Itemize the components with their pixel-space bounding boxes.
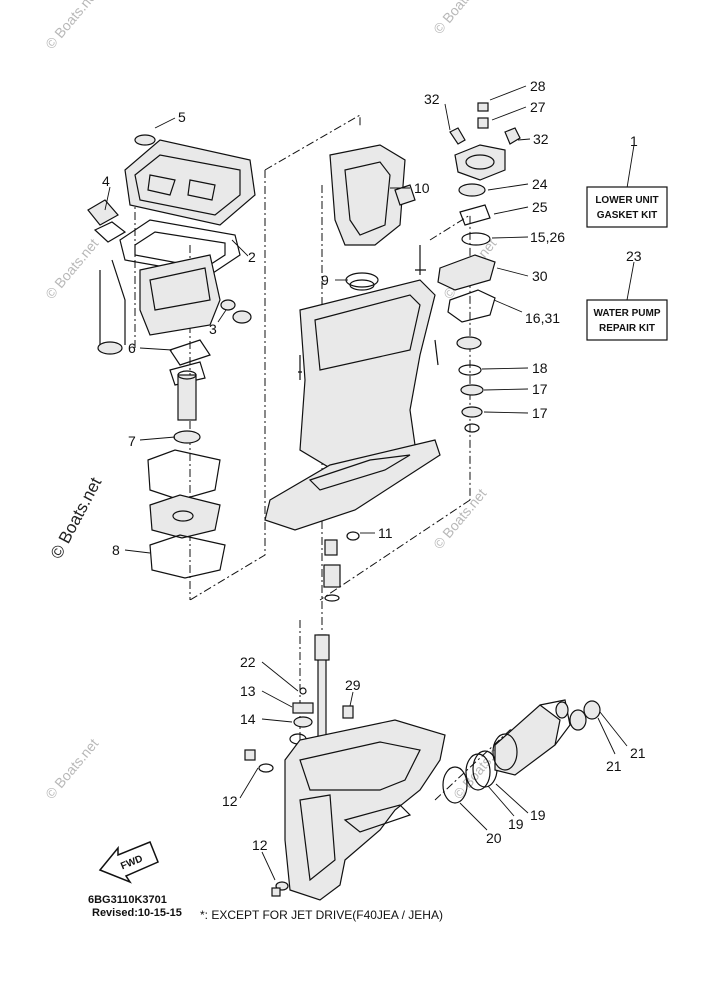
callout-16-31: 16,31 [525,310,560,326]
prop-shaft-housing [442,699,601,804]
callout-1: 1 [630,133,638,149]
water-tube-and-gaskets [147,339,226,579]
callout-2: 2 [248,249,256,265]
callout-5: 5 [178,109,186,125]
assembly-lines [134,114,561,801]
callout-7: 7 [128,433,136,449]
callout-30: 30 [532,268,548,284]
callout-15-26: 15,26 [530,229,565,245]
callout-numbers: 5 4 2 3 6 7 8 9 10 11 22 13 14 29 12 12 … [102,78,646,853]
callout-25: 25 [532,199,548,215]
drive-shaft [314,634,330,746]
callout-14: 14 [240,711,256,727]
leader-lines [104,85,635,881]
callout-17-upper: 17 [532,381,548,397]
callout-12-lower: 12 [252,837,268,853]
water-pump-repair-kit-box: WATER PUMP REPAIR KIT [586,299,668,341]
water-pump-kit-line2: REPAIR KIT [599,323,655,334]
callout-4: 4 [102,173,110,189]
callout-19-left: 19 [508,816,524,832]
casing-lower-parts [323,531,360,602]
upper-casing [264,144,441,531]
diagram-code: 6BG3110K3701 [88,894,167,906]
watermark-3: © Boats.net [42,235,101,302]
watermarks: © Boats.net © Boats.net © Boats.net © Bo… [42,0,509,802]
water-pump-kit-line1: WATER PUMP [593,308,660,319]
lower-unit-kit-line1: LOWER UNIT [595,195,658,206]
lower-casing [284,719,446,901]
callout-11: 11 [378,525,393,541]
water-pump-stack [437,102,521,433]
callout-9: 9 [321,272,329,288]
callout-10: 10 [414,180,430,196]
footnote: *: EXCEPT FOR JET DRIVE(F40JEA / JEHA) [200,908,443,922]
watermark-1: © Boats.net [42,0,101,52]
watermark-5: © Boats.net [430,485,489,552]
watermark-2: © Boats.net [430,0,489,37]
callout-32-right: 32 [533,131,549,147]
watermark-6: © Boats.net [42,735,101,802]
callout-19-right: 19 [530,807,546,823]
callout-29: 29 [345,677,361,693]
callout-21-left: 21 [606,758,622,774]
callout-18: 18 [532,360,548,376]
watermark-main: © Boats.net [47,474,106,562]
callout-24: 24 [532,176,548,192]
callout-22: 22 [240,654,256,670]
callout-12-upper: 12 [222,793,238,809]
lower-unit-gasket-kit-box: LOWER UNIT GASKET KIT [586,186,668,228]
lower-small-parts [244,687,354,897]
lower-unit-kit-line2: GASKET KIT [597,210,658,221]
callout-20: 20 [486,830,502,846]
callout-32-left: 32 [424,91,440,107]
callout-28: 28 [530,78,546,94]
callout-27: 27 [530,99,546,115]
callout-17-lower: 17 [532,405,548,421]
callout-13: 13 [240,683,256,699]
callout-3: 3 [209,321,217,337]
callout-8: 8 [112,542,120,558]
callout-21-right: 21 [630,745,646,761]
callout-23: 23 [626,248,642,264]
exhaust-plate-assembly [87,134,256,355]
callout-6: 6 [128,340,136,356]
revised-date: Revised:10-15-15 [92,907,182,919]
fwd-arrow: FWD [98,841,159,884]
oil-pan [139,254,252,336]
